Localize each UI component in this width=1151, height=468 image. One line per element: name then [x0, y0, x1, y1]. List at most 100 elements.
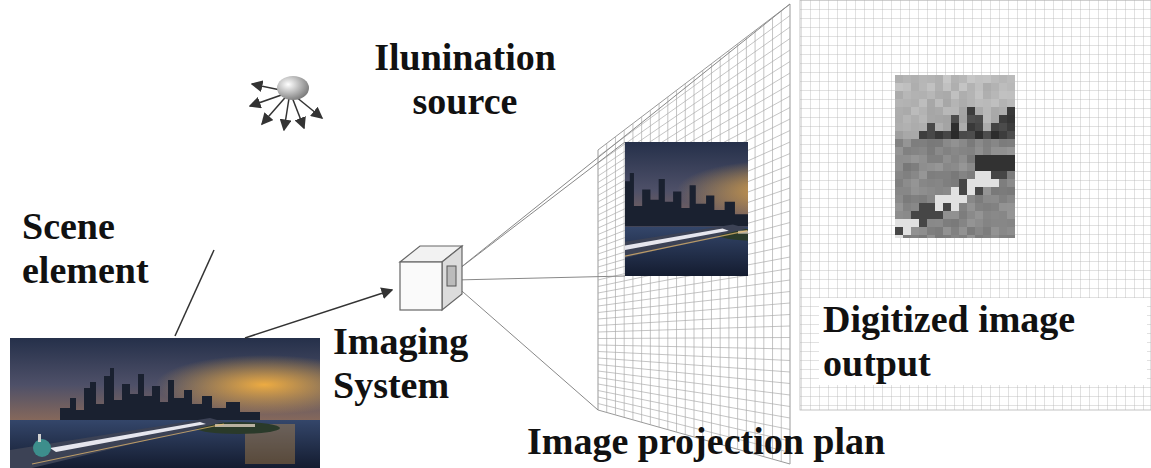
- pixel: [967, 211, 975, 219]
- pixel: [895, 91, 903, 99]
- pixel: [951, 155, 959, 163]
- pixel: [935, 131, 943, 139]
- pixel: [991, 227, 999, 235]
- pixel: [983, 179, 991, 187]
- plane-label: Image projection plan: [527, 420, 1127, 464]
- pixel: [903, 195, 911, 203]
- pixel: [895, 203, 903, 211]
- pixel: [951, 203, 959, 211]
- pixel: [967, 187, 975, 195]
- pixel: [943, 139, 951, 147]
- pixel: [943, 163, 951, 171]
- pixel: [935, 155, 943, 163]
- pixel: [983, 115, 991, 123]
- pixel: [967, 123, 975, 131]
- pixel: [911, 155, 919, 163]
- pixel: [1007, 123, 1015, 131]
- grid-line: [598, 371, 790, 395]
- pixel: [935, 163, 943, 171]
- pixel: [999, 235, 1007, 238]
- pixel: [903, 171, 911, 179]
- pixel: [935, 83, 943, 91]
- pixel: [959, 139, 967, 147]
- pixel: [911, 139, 919, 147]
- pixel: [1007, 147, 1015, 155]
- pixel: [983, 123, 991, 131]
- pixel: [951, 219, 959, 227]
- pixel: [919, 219, 927, 227]
- pixel: [935, 227, 943, 235]
- pixel: [943, 227, 951, 235]
- pixel: [959, 235, 967, 238]
- pixel: [959, 83, 967, 91]
- pixel: [919, 115, 927, 123]
- pixel: [991, 75, 999, 83]
- pixel: [895, 163, 903, 171]
- grid-line: [598, 292, 790, 313]
- pixel: [943, 211, 951, 219]
- pixel: [951, 83, 959, 91]
- pixel: [919, 99, 927, 107]
- pixel: [903, 155, 911, 163]
- pixel: [959, 75, 967, 83]
- pixel: [975, 163, 983, 171]
- pixel: [919, 131, 927, 139]
- pixel: [999, 91, 1007, 99]
- pixel: [903, 107, 911, 115]
- scene-label: Scene element: [22, 205, 212, 292]
- pixel: [935, 99, 943, 107]
- pixel: [959, 219, 967, 227]
- pixel: [951, 131, 959, 139]
- pixel: [911, 203, 919, 211]
- pixel: [927, 203, 935, 211]
- pixel: [983, 83, 991, 91]
- pixel: [943, 131, 951, 139]
- pixel: [919, 171, 927, 179]
- pixel: [927, 227, 935, 235]
- pixel: [983, 187, 991, 195]
- pixel: [975, 219, 983, 227]
- pixel: [983, 75, 991, 83]
- leader-line: [175, 250, 214, 336]
- pixel: [999, 99, 1007, 107]
- pixel: [975, 75, 983, 83]
- grid-line: [598, 345, 790, 349]
- pixel: [999, 131, 1007, 139]
- pixel: [999, 187, 1007, 195]
- pixel: [895, 155, 903, 163]
- pixel: [975, 147, 983, 155]
- pixel: [999, 219, 1007, 227]
- pixel: [895, 115, 903, 123]
- grid-line: [598, 16, 790, 157]
- pixel: [943, 83, 951, 91]
- pixel: [943, 203, 951, 211]
- pixel: [895, 187, 903, 195]
- pixel: [1007, 179, 1015, 187]
- pixel: [919, 83, 927, 91]
- grid-line: [598, 378, 790, 407]
- pixel: [919, 163, 927, 171]
- pixel: [951, 235, 959, 238]
- pixel: [951, 163, 959, 171]
- pixel: [959, 203, 967, 211]
- pixel: [959, 123, 967, 131]
- pixel: [943, 147, 951, 155]
- pixel: [991, 235, 999, 238]
- pixel: [967, 75, 975, 83]
- pixel: [999, 211, 1007, 219]
- pixel: [959, 171, 967, 179]
- pixel: [999, 155, 1007, 163]
- pixel: [895, 147, 903, 155]
- pixel: [903, 75, 911, 83]
- pixel: [983, 131, 991, 139]
- pixel: [967, 83, 975, 91]
- pixel: [975, 107, 983, 115]
- pixel: [975, 155, 983, 163]
- pixel: [967, 203, 975, 211]
- pixel: [903, 163, 911, 171]
- pixel: [927, 131, 935, 139]
- grid-line: [598, 384, 790, 418]
- pixel: [927, 235, 935, 238]
- pixel: [911, 211, 919, 219]
